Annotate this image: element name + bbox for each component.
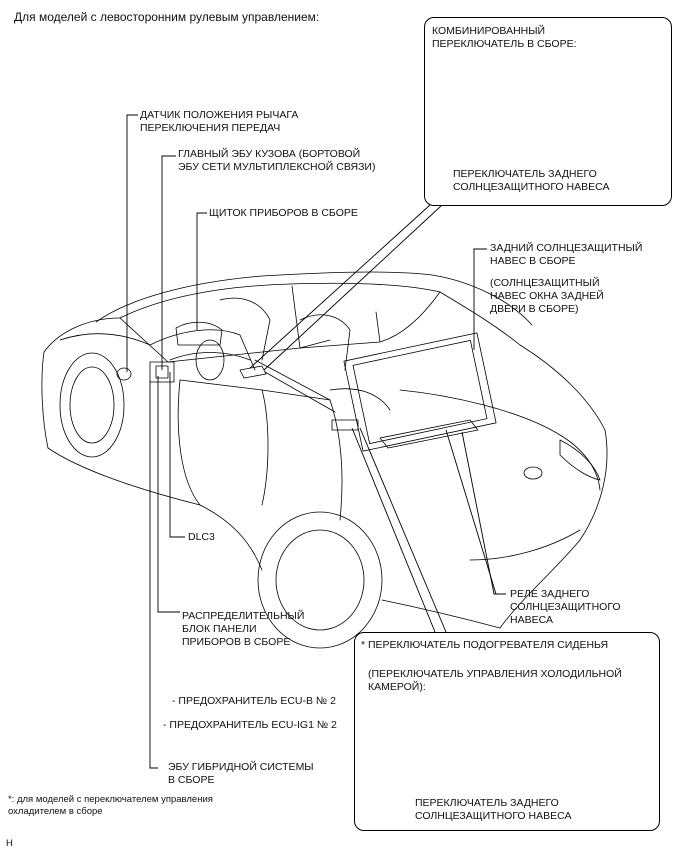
tail-light [559, 439, 601, 481]
label-rear-sunshade-relay: РЕЛЕ ЗАДНЕГО СОЛНЦЕЗАЩИТНОГО НАВЕСА [510, 588, 621, 626]
rear-sunshade-panel [352, 339, 488, 445]
side-window [299, 291, 441, 349]
label-main-body-ecu: ГЛАВНЫЙ ЭБУ КУЗОВА (БОРТОВОЙ ЭБУ СЕТИ МУ… [178, 148, 376, 173]
leader-bottom-box [351, 427, 436, 633]
box-top-caption: ПЕРЕКЛЮЧАТЕЛЬ ЗАДНЕГО СОЛНЦЕЗАЩИТНОГО НА… [453, 168, 610, 193]
leader-main-body-ecu [161, 155, 176, 370]
label-fuse-ecu-ig1: - ПРЕДОХРАНИТЕЛЬ ECU-IG1 № 2 [163, 719, 337, 731]
label-rear-door-sunshade: (СОЛНЦЕЗАЩИТНЫЙ НАВЕС ОКНА ЗАДНЕЙ ДВЕРИ … [490, 277, 604, 315]
label-dlc3: DLC3 [188, 531, 215, 543]
label-combination-meter: ЩИТОК ПРИБОРОВ В СБОРЕ [209, 207, 358, 219]
rear-seat [329, 388, 391, 411]
car-body-outline [43, 317, 121, 353]
label-shift-sensor: ДАТЧИК ПОЛОЖЕНИЯ РЫЧАГА ПЕРЕКЛЮЧЕНИЯ ПЕР… [140, 109, 299, 134]
car-roof-outline [95, 271, 533, 326]
open-door [177, 379, 201, 506]
label-rear-sunshade: ЗАДНИЙ СОЛНЦЕЗАЩИТНЫЙ НАВЕС В СБОРЕ [490, 242, 643, 267]
dashboard [149, 329, 256, 371]
leader-rear-sunshade-relay [461, 431, 506, 595]
leader-junction-block [157, 376, 180, 613]
label-junction-block: РАСПРЕДЕЛИТЕЛЬНЫЙ БЛОК ПАНЕЛИ ПРИБОРОВ В… [182, 610, 305, 648]
box-bottom-subheading: (ПЕРЕКЛЮЧАТЕЛЬ УПРАВЛЕНИЯ ХОЛОДИЛЬНОЙ КА… [368, 668, 622, 693]
front-seat [219, 297, 271, 361]
leader-combination-meter [196, 212, 207, 330]
rear-wheel [257, 511, 383, 649]
footnote: *: для моделей с переключателем управлен… [8, 794, 213, 817]
page-title: Для моделей с левосторонним рулевым упра… [14, 10, 320, 24]
leader-top-box [249, 204, 431, 369]
box-bottom-heading: * ПЕРЕКЛЮЧАТЕЛЬ ПОДОГРЕВАТЕЛЯ СИДЕНЬЯ [361, 639, 609, 651]
steering-wheel [195, 339, 225, 381]
leader-rear-sunshade [473, 248, 487, 350]
front-wheel [59, 352, 125, 458]
leader-hybrid-ecu [149, 380, 158, 769]
corner-mark: H [6, 838, 13, 849]
leader-dlc3 [169, 372, 185, 538]
leader-shift-sensor [126, 114, 138, 372]
label-fuse-ecu-b: - ПРЕДОХРАНИТЕЛЬ ECU-B № 2 [172, 695, 336, 707]
label-hybrid-ecu: ЭБУ ГИБРИДНОЙ СИСТЕМЫ В СБОРЕ [168, 761, 314, 786]
instrument-cluster [175, 321, 223, 346]
box-bottom-caption: ПЕРЕКЛЮЧАТЕЛЬ ЗАДНЕГО СОЛНЦЕЗАЩИТНОГО НА… [415, 797, 572, 822]
callout-box-combination-switch [424, 17, 672, 206]
callout-box-seat-heater-switch [354, 632, 660, 831]
box-top-heading: КОМБИНИРОВАННЫЙ ПЕРЕКЛЮЧАТЕЛЬ В СБОРЕ: [432, 25, 577, 50]
